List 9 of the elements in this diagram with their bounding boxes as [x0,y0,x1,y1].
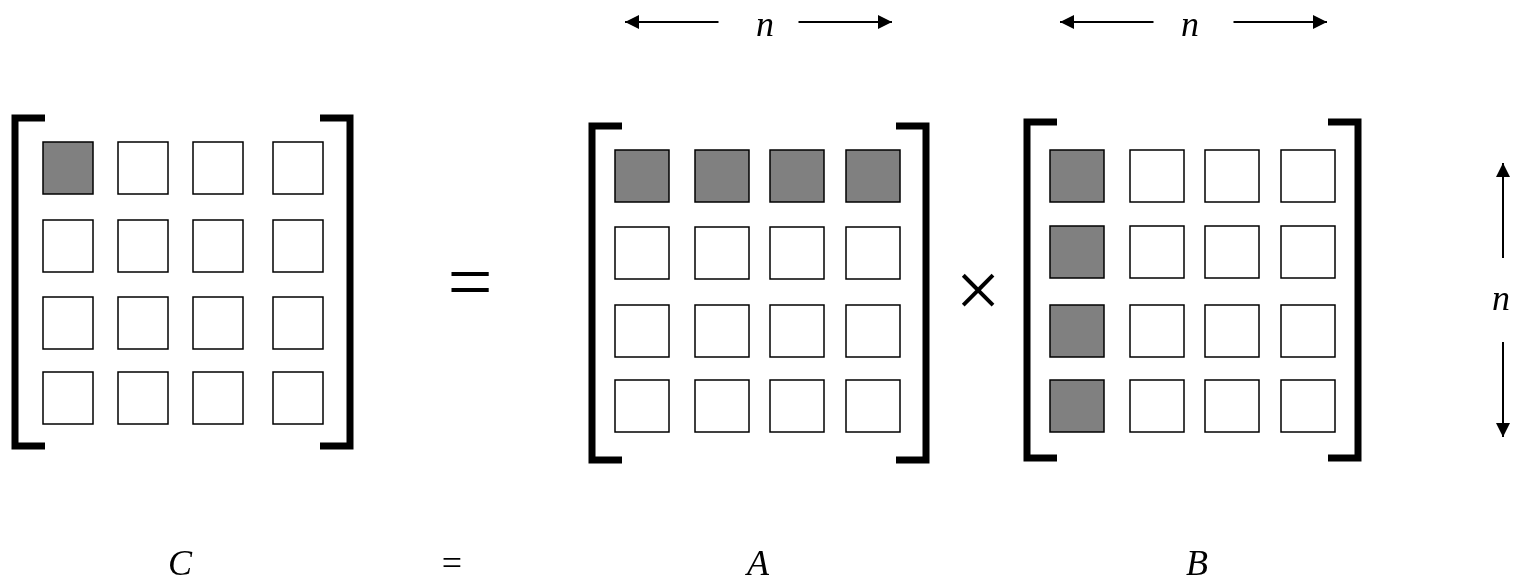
math-variable: n [1181,6,1199,42]
math-variable: B [1186,545,1208,581]
math-variable: n [1492,280,1510,316]
operator-symbol: × [955,250,1001,330]
math-variable: A [747,545,769,581]
operator-symbol: = [441,545,463,581]
math-variable: n [756,6,774,42]
math-variable: C [168,545,192,581]
operator-symbol: = [447,242,493,322]
